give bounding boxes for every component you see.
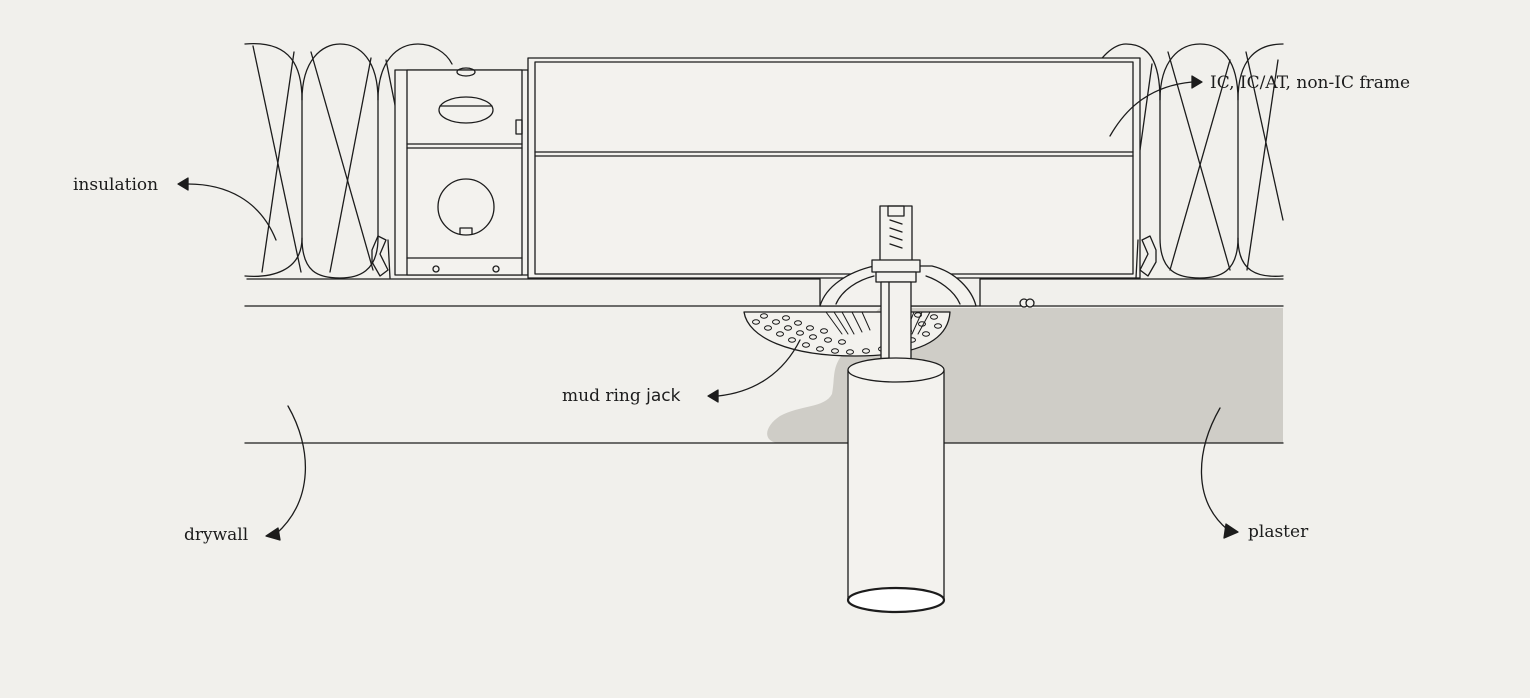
label-insulation: insulation bbox=[73, 175, 159, 195]
insulation-right bbox=[1087, 43, 1284, 279]
callout-plaster bbox=[1200, 407, 1239, 539]
frame-clip-right bbox=[1135, 235, 1157, 279]
junction-box bbox=[394, 67, 529, 276]
label-jack-text: jack bbox=[646, 386, 681, 406]
frame-clip-left bbox=[371, 235, 391, 279]
callout-frame bbox=[1109, 75, 1203, 137]
light-fixture bbox=[846, 281, 946, 614]
label-plaster: plaster bbox=[1248, 522, 1309, 542]
callout-drywall bbox=[265, 405, 307, 541]
callout-insulation bbox=[177, 177, 277, 241]
label-mud-ring-jack: mud ring jack bbox=[562, 386, 681, 406]
fixture-aperture bbox=[846, 586, 946, 614]
label-frame-types: IC, IC/AT, non-IC frame bbox=[1210, 73, 1411, 93]
callout-mud-ring bbox=[707, 339, 801, 403]
frame-base-plate bbox=[246, 278, 1284, 307]
label-drywall: drywall bbox=[184, 525, 249, 545]
label-mud-ring-text: mud ring bbox=[562, 386, 647, 406]
ic-frame-housing bbox=[527, 57, 1141, 279]
